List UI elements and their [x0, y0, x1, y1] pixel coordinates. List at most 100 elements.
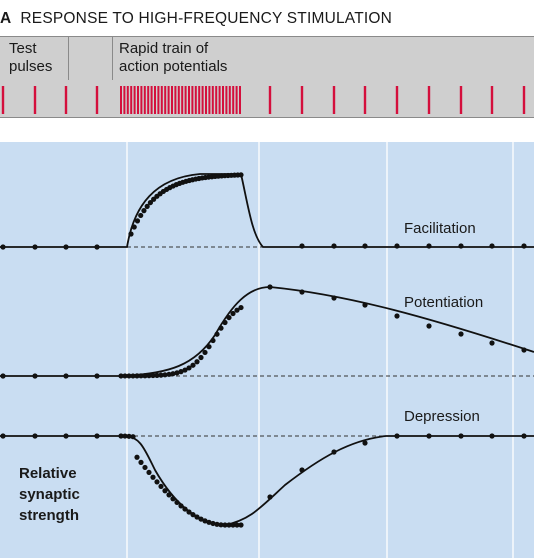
- potentiation-dot: [138, 373, 144, 379]
- potentiation-dot: [190, 362, 196, 368]
- potentiation-dot: [94, 373, 100, 379]
- potentiation-dot: [154, 372, 160, 378]
- potentiation-dot: [394, 313, 400, 319]
- depression-dot: [186, 509, 192, 515]
- depression-dot: [362, 440, 368, 446]
- potentiation-dot: [174, 370, 180, 376]
- facilitation-dot: [489, 243, 495, 249]
- depression-dot: [0, 433, 6, 439]
- facilitation-dot: [128, 231, 134, 237]
- depression-dot: [118, 433, 124, 439]
- depression-dot: [458, 433, 464, 439]
- facilitation-dot: [141, 208, 147, 214]
- depression-dot: [174, 499, 180, 506]
- potentiation-dot: [210, 337, 216, 344]
- potentiation-dot: [166, 371, 172, 377]
- potentiation-dot: [426, 323, 432, 329]
- potentiation-dot: [230, 310, 236, 317]
- facilitation-dot: [299, 243, 305, 249]
- facilitation-dot: [131, 224, 137, 230]
- facilitation-dot: [144, 203, 150, 209]
- depression-dot: [63, 433, 69, 439]
- potentiation-dot: [521, 347, 527, 353]
- depression-dot: [202, 518, 208, 524]
- potentiation-dot: [362, 302, 368, 308]
- depression-dot: [130, 434, 136, 440]
- facilitation-dot: [147, 199, 154, 206]
- depression-dot: [32, 433, 38, 439]
- facilitation-dot: [94, 244, 100, 250]
- depression-dot: [222, 522, 228, 528]
- potentiation-dot: [458, 331, 464, 337]
- facilitation-dot: [426, 243, 432, 249]
- depression-dot: [198, 516, 204, 522]
- stimulus-ticks: [1, 86, 526, 114]
- potentiation-dot: [331, 295, 337, 301]
- potentiation-dot: [63, 373, 69, 379]
- potentiation-dot: [194, 359, 200, 365]
- depression-dot: [394, 433, 400, 439]
- potentiation-dot: [118, 373, 124, 379]
- facilitation-dot: [521, 243, 527, 249]
- depression-dot: [146, 469, 152, 476]
- depression-dot: [206, 519, 212, 525]
- depression-dot: [122, 433, 128, 439]
- depression-dot: [162, 488, 168, 494]
- panel-letter: A: [0, 10, 12, 27]
- depression-label: Depression: [404, 408, 480, 425]
- potentiation-dot: [234, 307, 240, 313]
- potentiation-dot: [218, 325, 224, 331]
- potentiation-dot: [170, 371, 176, 377]
- potentiation-dot: [130, 373, 136, 379]
- facilitation-dot: [394, 243, 400, 249]
- facilitation-trace: [0, 173, 534, 248]
- y-axis-label: Relative synaptic strength: [19, 465, 80, 524]
- depression-dot: [94, 433, 100, 439]
- facilitation-dot: [458, 243, 464, 249]
- potentiation-dot: [267, 284, 273, 290]
- potentiation-dot: [134, 373, 140, 379]
- facilitation-dot: [32, 244, 38, 250]
- depression-dot: [150, 474, 156, 480]
- depression-dot: [154, 479, 160, 485]
- potentiation-dot: [142, 373, 148, 379]
- potentiation-dot: [299, 289, 305, 295]
- depression-dot: [158, 483, 164, 490]
- depression-dot: [178, 503, 184, 509]
- stimulation-band: [0, 36, 534, 118]
- depression-dot: [214, 521, 220, 527]
- depression-dot: [331, 449, 337, 455]
- potentiation-dot: [202, 349, 208, 356]
- panel-background: [0, 142, 534, 558]
- potentiation-dot: [150, 372, 156, 379]
- potentiation-label: Potentiation: [404, 294, 484, 311]
- depression-dot: [521, 433, 527, 439]
- potentiation-dot: [0, 373, 6, 379]
- potentiation-dot: [122, 373, 128, 379]
- potentiation-dot: [146, 373, 152, 379]
- stim-separator: [112, 36, 113, 80]
- facilitation-dot: [63, 244, 69, 250]
- synaptic-strength-panel: [0, 142, 534, 558]
- potentiation-dot: [162, 372, 168, 378]
- depression-dot: [426, 433, 432, 439]
- depression-dot: [142, 464, 148, 471]
- facilitation-dot: [138, 212, 144, 219]
- depression-dot: [134, 454, 140, 460]
- stim-separator: [68, 36, 69, 80]
- potentiation-dot: [32, 373, 38, 379]
- depression-dot: [299, 467, 305, 473]
- depression-dot: [230, 522, 236, 528]
- facilitation-dot: [362, 243, 368, 249]
- depression-dot: [226, 522, 232, 528]
- depression-dot: [489, 433, 495, 439]
- depression-dot: [166, 492, 172, 498]
- potentiation-trace: [0, 286, 534, 377]
- potentiation-dot: [238, 304, 244, 311]
- potentiation-dot: [226, 314, 232, 321]
- depression-dot: [238, 522, 244, 528]
- depression-dot: [126, 433, 132, 439]
- potentiation-dot: [182, 367, 188, 373]
- potentiation-dot: [198, 354, 204, 361]
